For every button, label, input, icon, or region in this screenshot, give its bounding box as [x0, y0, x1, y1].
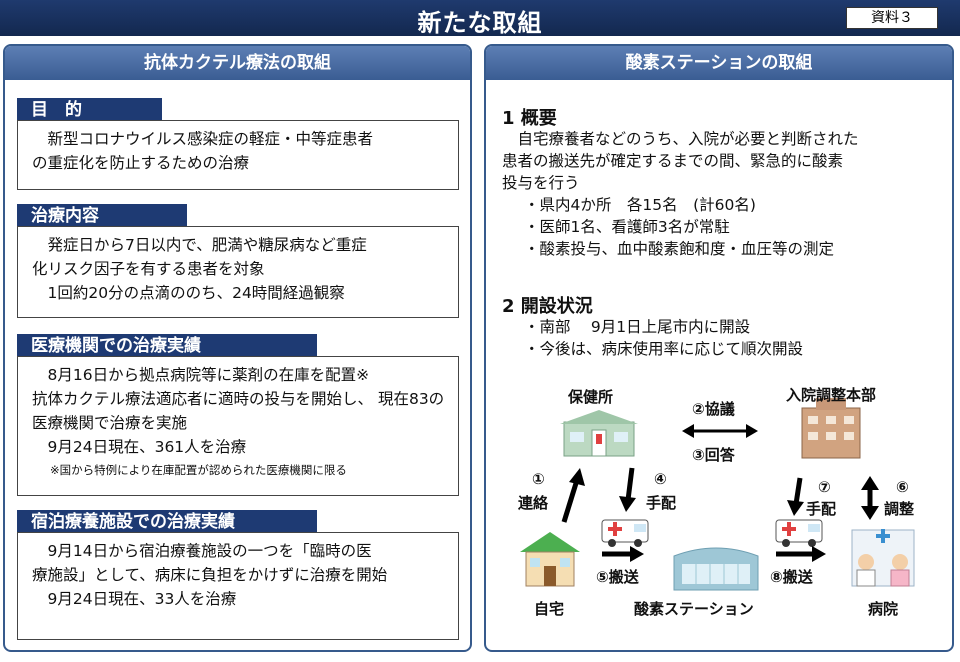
medical-results-line: 8月16日から拠点病院等に薬剤の在庫を配置※ [47, 366, 370, 384]
page-title: 新たな取組 [417, 9, 543, 37]
oxygen-station-label: 酸素ステーション [634, 600, 754, 618]
antibody-cocktail-panel: 抗体カクテル療法の取組 目 的 新型コロナウイルス感染症の軽症・中等症患者 の重… [3, 44, 472, 652]
status-body: ・南部 9月1日上尾市内に開設 ・今後は、病床使用率に応じて順次開設 [502, 316, 942, 360]
oxygen-flow-diagram [520, 398, 915, 591]
step-contact-label: 連絡 [518, 494, 549, 512]
overview-line: 投与を行う [502, 174, 580, 192]
step-coordinate-label: 調整 [884, 500, 915, 518]
section-box-purpose: 新型コロナウイルス感染症の軽症・中等症患者 の重症化を防止するための治療 [17, 120, 459, 190]
medical-results-line: 抗体カクテル療法適応者に適時の投与を開始し、 [32, 390, 374, 408]
ambulance-icon-right [775, 519, 823, 547]
overview-bullet: ・県内4か所 各15名 (計60名) [524, 196, 756, 214]
contact-arrow [561, 468, 585, 523]
ambulance-icon-left [601, 519, 649, 547]
step-consult-label: ②協議 [692, 400, 735, 418]
step-arrange-number: ④ [654, 470, 667, 488]
treatment-line: 化リスク因子を有する患者を対象 [32, 260, 265, 278]
transport-arrow-right [776, 546, 826, 562]
step-coordinate-number: ⑥ [896, 478, 909, 496]
status-heading: 2 開設状況 [502, 296, 593, 317]
health-center-label: 保健所 [568, 388, 614, 406]
oxygen-station-icon [673, 547, 759, 591]
section-label-medical-results: 医療機関での治療実績 [17, 334, 317, 358]
right-panel-title: 酸素ステーションの取組 [486, 46, 952, 80]
hospital-label: 病院 [868, 600, 899, 618]
health-center-icon [560, 410, 638, 457]
step-answer-label: ③回答 [692, 446, 735, 464]
step-arrange-label: 手配 [646, 494, 677, 512]
transport-arrow-left [602, 546, 644, 562]
step-transport2-label: ⑧搬送 [770, 568, 813, 586]
hospital-icon [851, 529, 915, 587]
lodging-results-line: 9月24日現在、33人を治療 [47, 590, 237, 608]
medical-results-note: ※国から特例により在庫配置が認められた医療機関に限る [50, 463, 347, 477]
step-arrange2-number: ⑦ [818, 478, 831, 496]
consult-answer-arrow [682, 424, 758, 438]
treatment-line: 発症日から7日以内で、肥満や糖尿病など重症 [47, 236, 367, 254]
overview-heading: 1 概要 [502, 108, 557, 129]
step-arrange2-label: 手配 [806, 500, 837, 518]
purpose-line: の重症化を防止するための治療 [32, 154, 250, 172]
section-box-medical-results: 8月16日から拠点病院等に薬剤の在庫を配置※ 抗体カクテル療法適応者に適時の投与… [17, 356, 459, 496]
status-bullet: ・南部 9月1日上尾市内に開設 [524, 318, 751, 336]
section-label-purpose: 目 的 [17, 98, 162, 122]
overview-body: 自宅療養者などのうち、入院が必要と判断された 患者の搬送先が確定するまでの間、緊… [502, 128, 942, 260]
treatment-line: 1回約20分の点滴ののち、24時間経過観察 [47, 284, 345, 302]
step-transport1-label: ⑤搬送 [596, 568, 639, 586]
arrange-arrow-left [619, 467, 636, 512]
medical-results-line: 現在83の医療機関で治療を実施 [32, 390, 445, 432]
medical-results-line: 9月24日現在、361人を治療 [47, 438, 247, 456]
title-bar: 新たな取組 資料３ [0, 0, 960, 37]
step-contact-number: ① [532, 470, 545, 488]
arrange-arrow-right [787, 477, 804, 516]
document-label-badge: 資料３ [846, 7, 938, 29]
overview-line: 患者の搬送先が確定するまでの間、緊急的に酸素 [502, 152, 844, 170]
hq-label: 入院調整本部 [786, 386, 877, 404]
purpose-line: 新型コロナウイルス感染症の軽症・中等症患者 [47, 130, 374, 148]
lodging-results-line: 9月14日から宿泊療養施設の一つを「臨時の医 [47, 542, 372, 560]
section-label-lodging-results: 宿泊療養施設での治療実績 [17, 510, 317, 534]
coordinate-arrow [861, 476, 879, 520]
status-bullet: ・今後は、病床使用率に応じて順次開設 [524, 340, 804, 358]
section-box-treatment: 発症日から7日以内で、肥満や糖尿病など重症 化リスク因子を有する患者を対象 1回… [17, 226, 459, 318]
overview-bullet: ・酸素投与、血中酸素飽和度・血圧等の測定 [524, 240, 835, 258]
left-panel-title: 抗体カクテル療法の取組 [5, 46, 470, 80]
home-label: 自宅 [534, 600, 565, 618]
section-box-lodging-results: 9月14日から宿泊療養施設の一つを「臨時の医 療施設」として、病床に負担をかけず… [17, 532, 459, 640]
hq-building-icon [801, 398, 861, 459]
lodging-results-line: 療施設」として、病床に負担をかけずに治療を開始 [32, 566, 388, 584]
section-label-treatment: 治療内容 [17, 204, 187, 228]
overview-line: 自宅療養者などのうち、入院が必要と判断された [517, 130, 859, 148]
home-icon [520, 532, 580, 587]
overview-bullet: ・医師1名、看護師3名が常駐 [524, 218, 730, 236]
